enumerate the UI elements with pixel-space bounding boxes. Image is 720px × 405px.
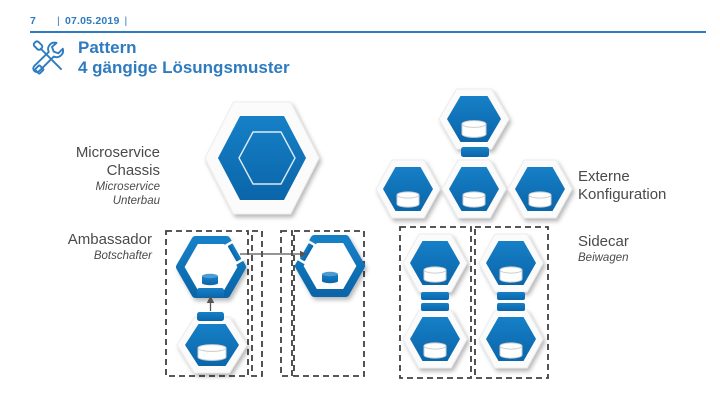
slide-title-block: Pattern 4 gängige Lösungsmuster — [78, 38, 290, 78]
crossed-wrench-screwdriver-icon — [32, 40, 65, 75]
sidecar-connector-bar — [497, 292, 525, 300]
config-row-service-hexagon — [507, 159, 573, 219]
sidecar-sublabel: Beiwagen — [578, 252, 629, 264]
sidecar-label-block: Sidecar Beiwagen — [578, 233, 718, 265]
config-label-line1: Externe — [578, 168, 630, 185]
sidecar-connector-bar — [497, 303, 525, 311]
database-icon — [423, 342, 447, 359]
ambassador-label-block: Ambassador Botschafter — [22, 231, 152, 263]
database-icon — [396, 191, 420, 208]
sidecar-host-box — [474, 226, 549, 379]
config-row-service-hexagon — [441, 159, 507, 219]
chassis-inner-outline-hexagon — [238, 131, 296, 185]
right-arrow — [240, 250, 307, 258]
ambassador-connector-bar — [197, 288, 224, 298]
chassis-label-line1: Microservice — [75, 144, 160, 161]
database-icon — [499, 342, 523, 359]
chassis-sublabel-line2: Unterbau — [112, 195, 160, 207]
page-number: 7 — [30, 15, 37, 27]
sidecar-host-box — [399, 226, 472, 379]
ambassador-host-box — [165, 230, 249, 377]
header-separator: | — [124, 15, 128, 27]
chassis-sublabel-line1: Microservice — [95, 181, 160, 193]
slide-header: 7 | 07.05.2019 | — [30, 15, 132, 27]
up-arrow — [206, 295, 215, 311]
database-icon — [499, 266, 523, 283]
config-label-block: Externe Konfiguration — [578, 168, 718, 204]
config-row-service-hexagon — [375, 159, 441, 219]
config-pattern-group — [375, 88, 573, 219]
ambassador-connector-bar — [197, 312, 224, 321]
sidecar-service-hexagon — [402, 309, 468, 369]
ambassador-remote-host-box — [293, 230, 365, 377]
sidecar-service-hexagon — [402, 233, 468, 293]
remote-proxy-hexagon — [295, 235, 365, 297]
config-connector-bar — [461, 147, 489, 157]
proxy-mini-database-icon — [202, 273, 218, 286]
database-icon — [197, 344, 227, 361]
sidecar-pattern-group — [399, 226, 549, 379]
chassis-hexagon — [204, 101, 320, 215]
ambassador-label: Ambassador — [67, 231, 152, 248]
database-icon — [423, 266, 447, 283]
database-icon — [462, 191, 486, 208]
ambassador-sublabel: Botschafter — [93, 250, 152, 262]
ambassador-proxy-hexagon — [176, 236, 246, 298]
ambassador-service-hexagon — [176, 316, 248, 374]
slide-date: 07.05.2019 — [64, 15, 120, 27]
chassis-label-line2: Chassis — [106, 162, 160, 179]
header-separator: | — [57, 15, 60, 27]
ambassador-pattern-group — [165, 230, 365, 377]
config-top-service-hexagon — [438, 88, 510, 150]
database-icon — [528, 191, 552, 208]
chassis-label-block: Microservice Chassis Microservice Unterb… — [30, 144, 160, 208]
proxy-mini-database-icon — [322, 271, 338, 284]
ambassador-boundary-strip — [280, 230, 293, 377]
ambassador-boundary-strip — [251, 230, 263, 377]
sidecar-connector-bar — [421, 303, 449, 311]
sidecar-service-hexagon — [478, 233, 544, 293]
slide-subtitle: 4 gängige Lösungsmuster — [78, 58, 290, 77]
sidecar-service-hexagon — [478, 309, 544, 369]
sidecar-connector-bar — [421, 292, 449, 300]
port-notch-icon — [223, 239, 246, 266]
sidecar-label: Sidecar — [578, 233, 629, 250]
slide-title: Pattern — [78, 38, 137, 57]
database-icon — [461, 120, 487, 138]
config-label-line2: Konfiguration — [578, 186, 667, 203]
header-rule — [30, 31, 706, 33]
port-notch-icon — [295, 239, 318, 266]
